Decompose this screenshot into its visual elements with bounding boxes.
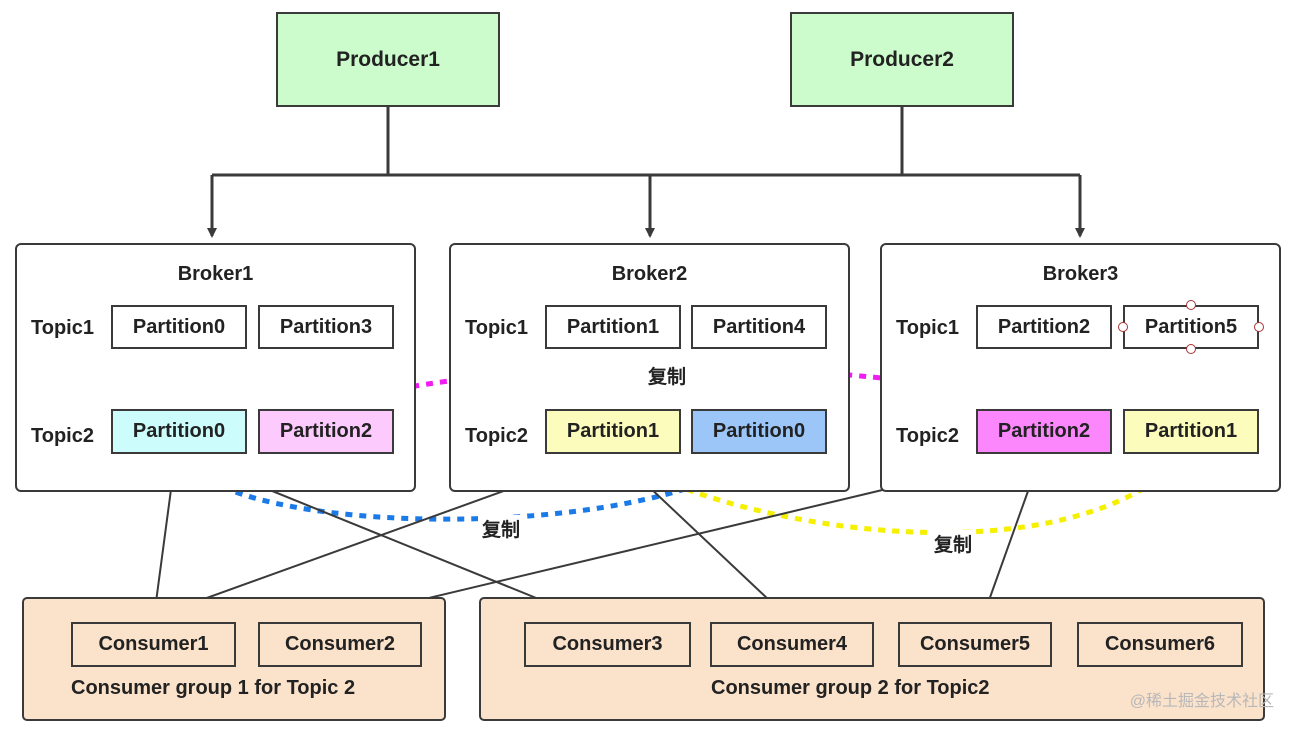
resize-handle-top[interactable]	[1186, 300, 1196, 310]
broker-1-topic1-partition3: Partition3	[258, 305, 394, 349]
resize-handle-left[interactable]	[1118, 322, 1128, 332]
broker-3-topic1-label: Topic1	[896, 317, 959, 339]
producer-2-label: Producer2	[850, 47, 954, 71]
producer-1-label: Producer1	[336, 47, 440, 71]
broker-1-topic2-label: Topic2	[31, 425, 94, 447]
resize-handle-right[interactable]	[1254, 322, 1264, 332]
consumer-3: Consumer3	[524, 622, 691, 667]
broker-3-topic2-partition2: Partition2	[976, 409, 1112, 454]
consumer-group-2-label: Consumer group 2 for Topic2	[711, 677, 990, 699]
consumer-1: Consumer1	[71, 622, 236, 667]
broker-2-title: Broker2	[611, 263, 688, 285]
broker-3-topic2-partition1: Partition1	[1123, 409, 1259, 454]
consumer-6: Consumer6	[1077, 622, 1243, 667]
broker-3-title: Broker3	[1042, 263, 1119, 285]
broker-1-topic1-partition0: Partition0	[111, 305, 247, 349]
broker-1-title: Broker1	[177, 263, 254, 285]
broker-2-topic2-label: Topic2	[465, 425, 528, 447]
consumer-group-1: Consumer1 Consumer2 Consumer group 1 for…	[22, 597, 446, 721]
broker-2-topic2-partition0: Partition0	[691, 409, 827, 454]
broker-3-topic1-partition5[interactable]: Partition5	[1123, 305, 1259, 349]
copy-label-yellow: 复制	[930, 530, 977, 557]
consumer-5: Consumer5	[898, 622, 1052, 667]
broker-1-topic2-partition2: Partition2	[258, 409, 394, 454]
watermark: @稀土掘金技术社区	[1129, 693, 1274, 710]
broker-1-topic1-label: Topic1	[31, 317, 94, 339]
broker-2: Broker2 Topic1 Partition1 Partition4 Top…	[449, 243, 850, 492]
broker-1-topic2-partition0: Partition0	[111, 409, 247, 454]
broker-2-topic1-partition1: Partition1	[545, 305, 681, 349]
broker-3-topic2-label: Topic2	[896, 425, 959, 447]
broker-2-topic1-partition4: Partition4	[691, 305, 827, 349]
consumer-group-2: Consumer3 Consumer4 Consumer5 Consumer6 …	[479, 597, 1265, 721]
copy-label-magenta: 复制	[644, 362, 691, 389]
broker-2-topic2-partition1: Partition1	[545, 409, 681, 454]
producer-connectors	[207, 106, 1085, 238]
consumer-group-1-label: Consumer group 1 for Topic 2	[71, 677, 356, 699]
broker-2-topic1-label: Topic1	[465, 317, 528, 339]
copy-label-blue: 复制	[478, 515, 525, 542]
broker-3: Broker3 Topic1 Partition2 Partition5 Top…	[880, 243, 1281, 492]
producer-1: Producer1	[276, 12, 500, 107]
consumer-2: Consumer2	[258, 622, 422, 667]
producer-2: Producer2	[790, 12, 1014, 107]
resize-handle-bottom[interactable]	[1186, 344, 1196, 354]
consumer-4: Consumer4	[710, 622, 874, 667]
broker-1: Broker1 Topic1 Partition0 Partition3 Top…	[15, 243, 416, 492]
broker-3-topic1-partition2: Partition2	[976, 305, 1112, 349]
